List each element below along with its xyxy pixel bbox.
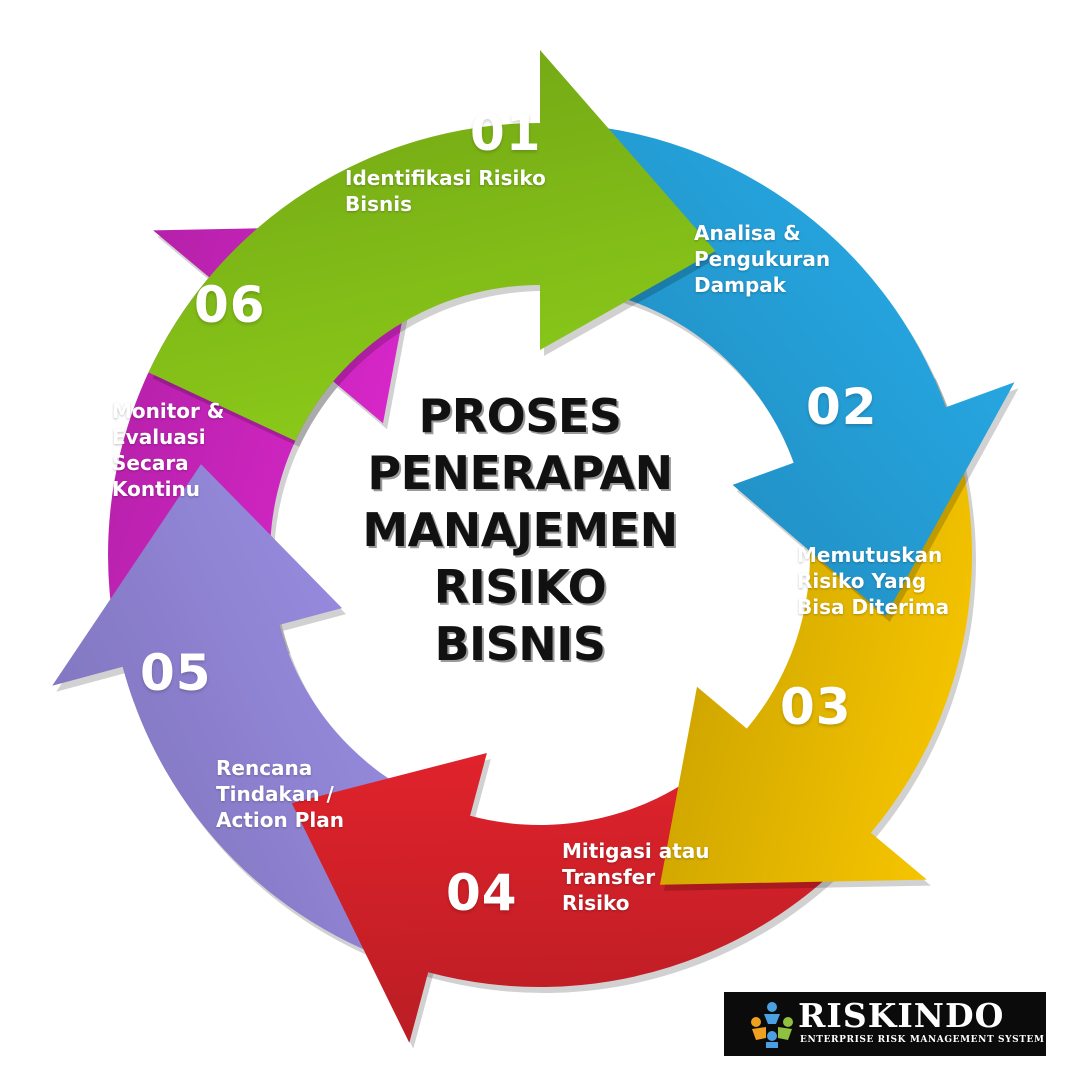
logo-person-body [764, 1014, 780, 1024]
step-label-line: Memutuskan [797, 543, 943, 567]
step-label-line: Pengukuran [694, 247, 831, 271]
step-number-04: 04 [446, 864, 518, 922]
logo-person-head [751, 1017, 761, 1027]
logo-person-body [752, 1027, 766, 1040]
logo-name: RISKINDO [798, 996, 1005, 1035]
title-line: BISNIS [434, 617, 606, 671]
step-label-02: Analisa & Pengukuran Dampak [694, 220, 830, 298]
step-label-line: Kontinu [112, 477, 201, 501]
logo-person-head [767, 1002, 777, 1012]
step-label-line: Evaluasi [112, 425, 206, 449]
step-label-line: Risiko [562, 891, 630, 915]
step-number-03: 03 [780, 678, 852, 736]
step-label-04: Mitigasi atau Transfer Risiko [562, 838, 710, 916]
step-label-line: Bisnis [345, 192, 413, 216]
step-label-line: Tindakan / [216, 782, 334, 806]
step-label-line: Transfer [562, 865, 656, 889]
step-number-05: 05 [140, 644, 212, 702]
step-label-line: Dampak [694, 273, 787, 297]
step-label-line: Mitigasi atau [562, 839, 710, 863]
step-label-06: Monitor & Evaluasi Secara Kontinu [112, 398, 224, 502]
step-label-01: Identifikasi Risiko Bisnis [345, 165, 546, 217]
step-label-line: Secara [112, 451, 189, 475]
step-label-03: Memutuskan Risiko Yang Bisa Diterima [797, 542, 949, 620]
step-label-line: Rencana [216, 756, 313, 780]
step-arrow-01 [148, 50, 716, 441]
step-label-line: Analisa & [694, 221, 801, 245]
step-number-01: 01 [470, 104, 542, 162]
logo-person-body [766, 1042, 778, 1048]
logo-person-head [767, 1031, 777, 1041]
title-line: MANAJEMEN [362, 503, 678, 557]
title-line: PROSES [418, 389, 622, 443]
step-label-line: Identifikasi Risiko [345, 166, 546, 190]
step-label-line: Action Plan [216, 808, 344, 832]
step-label-line: Bisa Diterima [797, 595, 950, 619]
step-number-06: 06 [194, 276, 266, 334]
step-label-05: Rencana Tindakan / Action Plan [216, 755, 344, 833]
step-number-02: 02 [806, 378, 878, 436]
diagram-title: PROSES PENERAPAN MANAJEMEN RISIKO BISNIS [320, 388, 720, 673]
logo-tagline: ENTERPRISE RISK MANAGEMENT SYSTEM [800, 1035, 1045, 1045]
logo-person-head [783, 1017, 793, 1027]
step-label-line: Monitor & [112, 399, 225, 423]
title-line: RISIKO [433, 560, 607, 614]
logo-person-body [778, 1027, 792, 1040]
step-label-line: Risiko Yang [797, 569, 927, 593]
people-circle-icon [751, 1002, 793, 1048]
riskindo-logo: RISKINDO ENTERPRISE RISK MANAGEMENT SYST… [724, 992, 1046, 1056]
title-line: PENERAPAN [367, 446, 673, 500]
